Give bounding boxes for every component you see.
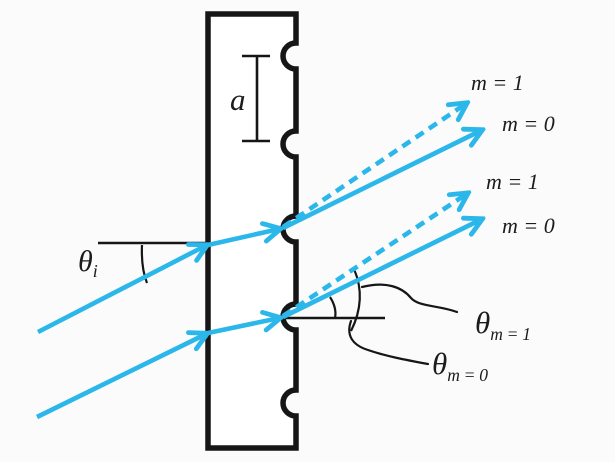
angle-arc-m0 xyxy=(329,296,337,319)
incident-ray-lower xyxy=(35,335,204,420)
incident-ray-lower-inside xyxy=(207,319,277,336)
order-label-m1-lower: m = 1 xyxy=(486,169,539,194)
grating-bar-with-slits xyxy=(205,11,299,451)
incident-ray-upper xyxy=(36,247,204,335)
leader-line-theta-m0 xyxy=(348,319,430,366)
order-label-m1-upper: m = 1 xyxy=(471,70,524,95)
order-label-m0-upper: m = 0 xyxy=(502,111,555,136)
diffraction-angle-m0-label: θm = 0 xyxy=(432,346,488,385)
angle-arc-m1 xyxy=(350,268,361,332)
diffracted-ray-m0-lower xyxy=(281,221,479,320)
order-label-m0-lower: m = 0 xyxy=(502,213,555,238)
incident-angle-arc xyxy=(140,244,149,284)
incident-angle-label: θi xyxy=(78,245,98,281)
leader-line-theta-m1 xyxy=(360,283,459,314)
diffraction-angle-m1-label: θm = 1 xyxy=(475,305,531,344)
diffracted-ray-m0-upper xyxy=(281,132,479,231)
incident-ray-upper-inside xyxy=(207,230,277,248)
diffracted-ray-m1-upper xyxy=(281,105,464,229)
slit-spacing-label: a xyxy=(230,82,246,117)
diffracted-ray-m1-lower xyxy=(281,195,465,318)
